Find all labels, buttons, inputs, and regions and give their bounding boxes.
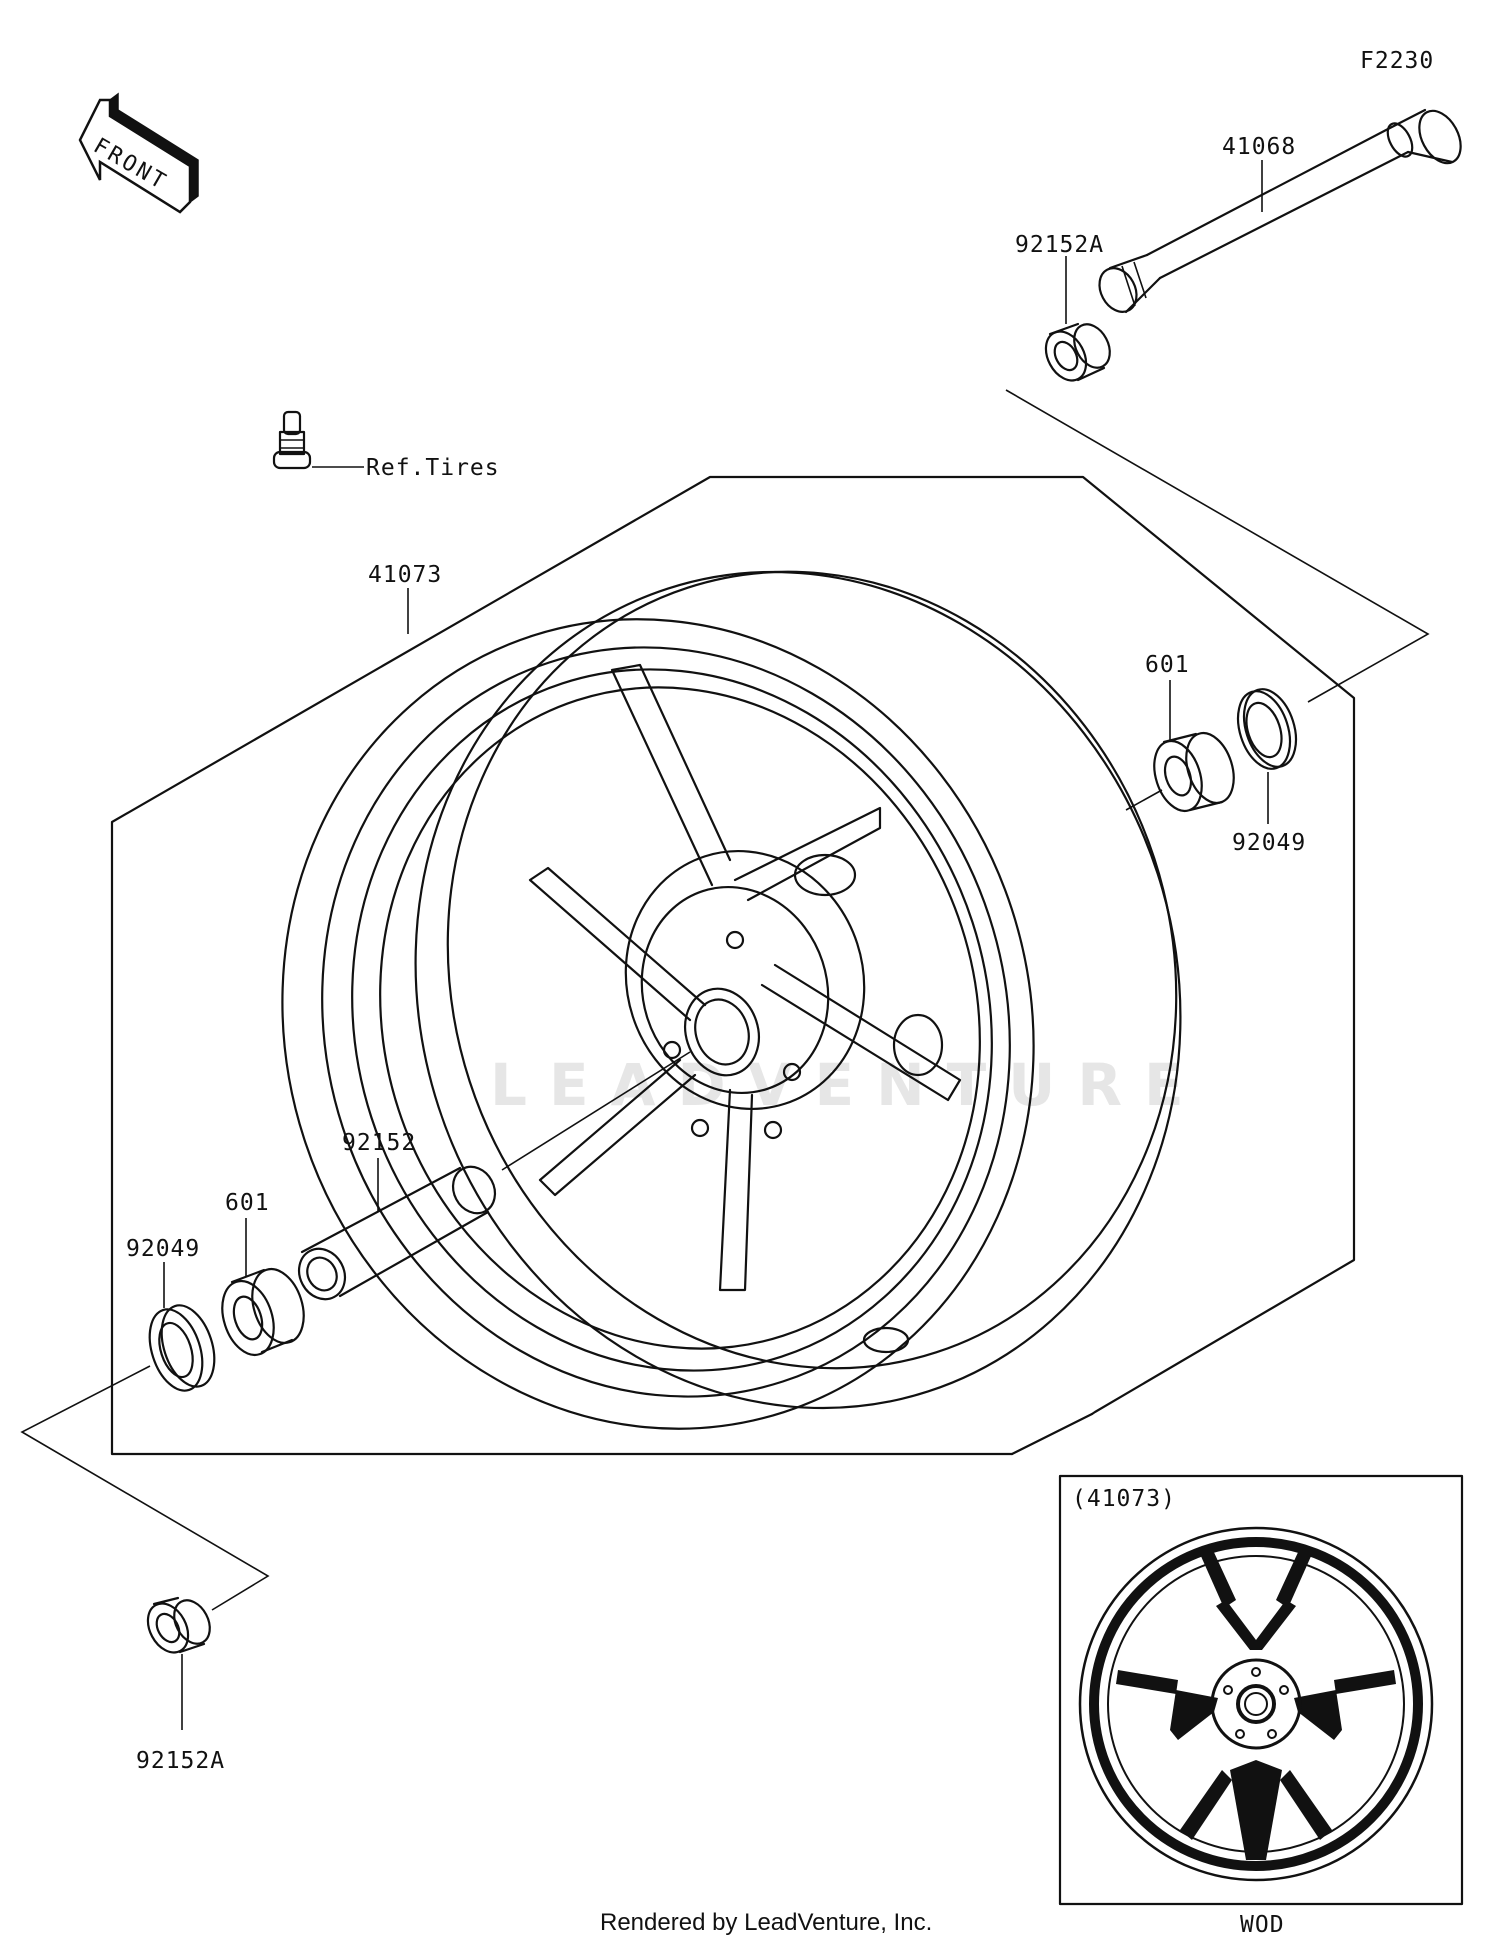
watermark: LEADVENTURE (490, 1051, 1206, 1119)
inset-wheel-icon (1078, 1526, 1434, 1882)
label-seal-left: 92049 (126, 1236, 200, 1262)
axle-icon (1098, 108, 1462, 314)
front-arrow-icon: FRONT (78, 92, 199, 214)
bearing-right-icon (1153, 731, 1235, 813)
seal-right-icon (1236, 688, 1298, 770)
assembly-frame (110, 475, 1356, 1456)
valve-stem-icon (272, 410, 312, 470)
label-valve-ref: Ref.Tires (366, 455, 500, 481)
axis-line-center (501, 1051, 691, 1171)
diagram-code: F2230 (1360, 48, 1434, 74)
inset-label: (41073) (1072, 1486, 1176, 1512)
seal-left-icon (148, 1304, 216, 1392)
label-bearing-right: 601 (1145, 652, 1190, 678)
collar-left-icon (146, 1596, 211, 1654)
label-spacer: 92152 (342, 1130, 416, 1156)
axis-line-right (1005, 389, 1430, 703)
label-collar-right: 92152A (1015, 232, 1104, 258)
inset-caption: WOD (1240, 1912, 1285, 1938)
wheel-icon (281, 570, 1182, 1430)
label-axle: 41068 (1222, 134, 1296, 160)
bearing-left-icon (221, 1268, 305, 1356)
spacer-icon (297, 1165, 497, 1301)
label-bearing-left: 601 (225, 1190, 270, 1216)
collar-right-icon (1044, 322, 1111, 382)
label-collar-left: 92152A (136, 1748, 225, 1774)
label-wheel: 41073 (368, 562, 442, 588)
label-seal-right: 92049 (1232, 830, 1306, 856)
inset-box (1058, 1474, 1464, 1906)
axis-line-left (20, 1365, 270, 1611)
footer-credit: Rendered by LeadVenture, Inc. (600, 1909, 932, 1936)
